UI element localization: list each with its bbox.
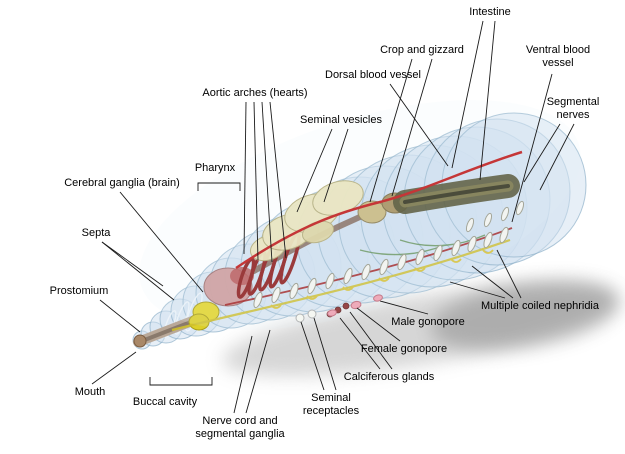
label-pharynx: Pharynx <box>194 162 236 174</box>
pharynx-bracket <box>197 182 241 191</box>
leader-aortic-arches <box>261 101 273 263</box>
ground-shadow <box>222 280 619 376</box>
leader-cerebral-ganglia <box>119 191 204 293</box>
label-cerebral-ganglia: Cerebral ganglia (brain) <box>64 177 180 189</box>
internal-organs <box>133 150 525 348</box>
nephridia-shapes <box>253 200 525 309</box>
leader-nerve-cord <box>245 329 271 414</box>
label-aortic-arches: Aortic arches (hearts) <box>202 87 308 99</box>
leader-nephridia <box>496 249 522 299</box>
gonopore-shapes <box>327 294 383 317</box>
label-intestine: Intestine <box>469 6 511 18</box>
label-calciferous-glands: Calciferous glands <box>343 371 435 383</box>
leader-aortic-arches <box>243 101 247 255</box>
label-nephridia: Multiple coiled nephridia <box>480 300 599 312</box>
leader-seminal-receptacles <box>300 321 325 391</box>
leader-seminal-vesicles <box>296 128 333 213</box>
leader-crop-gizzard <box>369 58 413 203</box>
leader-intestine <box>479 20 496 181</box>
label-buccal-cavity: Buccal cavity <box>132 396 198 408</box>
label-septa: Septa <box>81 227 111 239</box>
leader-female-gonopore <box>356 307 401 342</box>
seminal-vesicles-shapes <box>249 180 364 262</box>
leader-dorsal-blood-vessel <box>389 83 449 167</box>
leader-calciferous-glands <box>349 311 393 370</box>
buccal-cavity-bracket <box>149 377 213 386</box>
leader-male-gonopore <box>379 300 429 315</box>
label-segmental-nerves: Segmental nerves <box>546 96 600 121</box>
seminal-receptacles-shapes <box>295 309 317 323</box>
leader-intestine <box>451 20 484 169</box>
leader-lines <box>91 20 575 414</box>
label-nerve-cord: Nerve cord and segmental ganglia <box>195 415 285 440</box>
leader-calciferous-glands <box>339 317 381 370</box>
label-seminal-receptacles: Seminal receptacles <box>302 392 360 417</box>
label-dorsal-blood-vessel: Dorsal blood vessel <box>325 69 421 81</box>
leader-aortic-arches <box>253 101 259 261</box>
leader-segmental-nerves <box>523 123 561 183</box>
leader-seminal-receptacles <box>313 317 337 391</box>
label-seminal-vesicles: Seminal vesicles <box>300 114 382 126</box>
leader-seminal-vesicles <box>323 128 349 203</box>
dorsal-blood-vessel-shape <box>235 150 523 270</box>
prostomium-shape <box>133 334 147 348</box>
label-mouth: Mouth <box>74 386 106 398</box>
male-gonopore-shape <box>373 294 383 302</box>
leader-ventral-blood-vessel <box>511 73 553 223</box>
leader-prostomium <box>99 299 141 333</box>
cerebral-ganglia-shape <box>188 301 220 331</box>
leader-septa <box>101 241 164 287</box>
body-sheen <box>139 100 581 330</box>
label-crop-and-gizzard: Crop and gizzard <box>380 44 464 56</box>
leader-crop-gizzard <box>391 58 433 197</box>
nerve-cord-shape <box>171 238 511 332</box>
intestine-shape <box>393 174 520 214</box>
leader-nerve-cord <box>233 335 253 414</box>
leader-segmental-nerves <box>539 123 575 191</box>
leader-nephridia <box>449 281 506 299</box>
leader-nephridia <box>471 265 514 299</box>
label-male-gonopore: Male gonopore <box>391 316 465 328</box>
leader-septa <box>101 241 175 301</box>
label-ventral-blood-vessel: Ventral blood vessel <box>525 44 591 69</box>
label-prostomium: Prostomium <box>49 285 109 297</box>
leader-mouth <box>91 351 137 385</box>
leader-aortic-arches <box>269 101 287 259</box>
label-female-gonopore: Female gonopore <box>360 343 448 355</box>
